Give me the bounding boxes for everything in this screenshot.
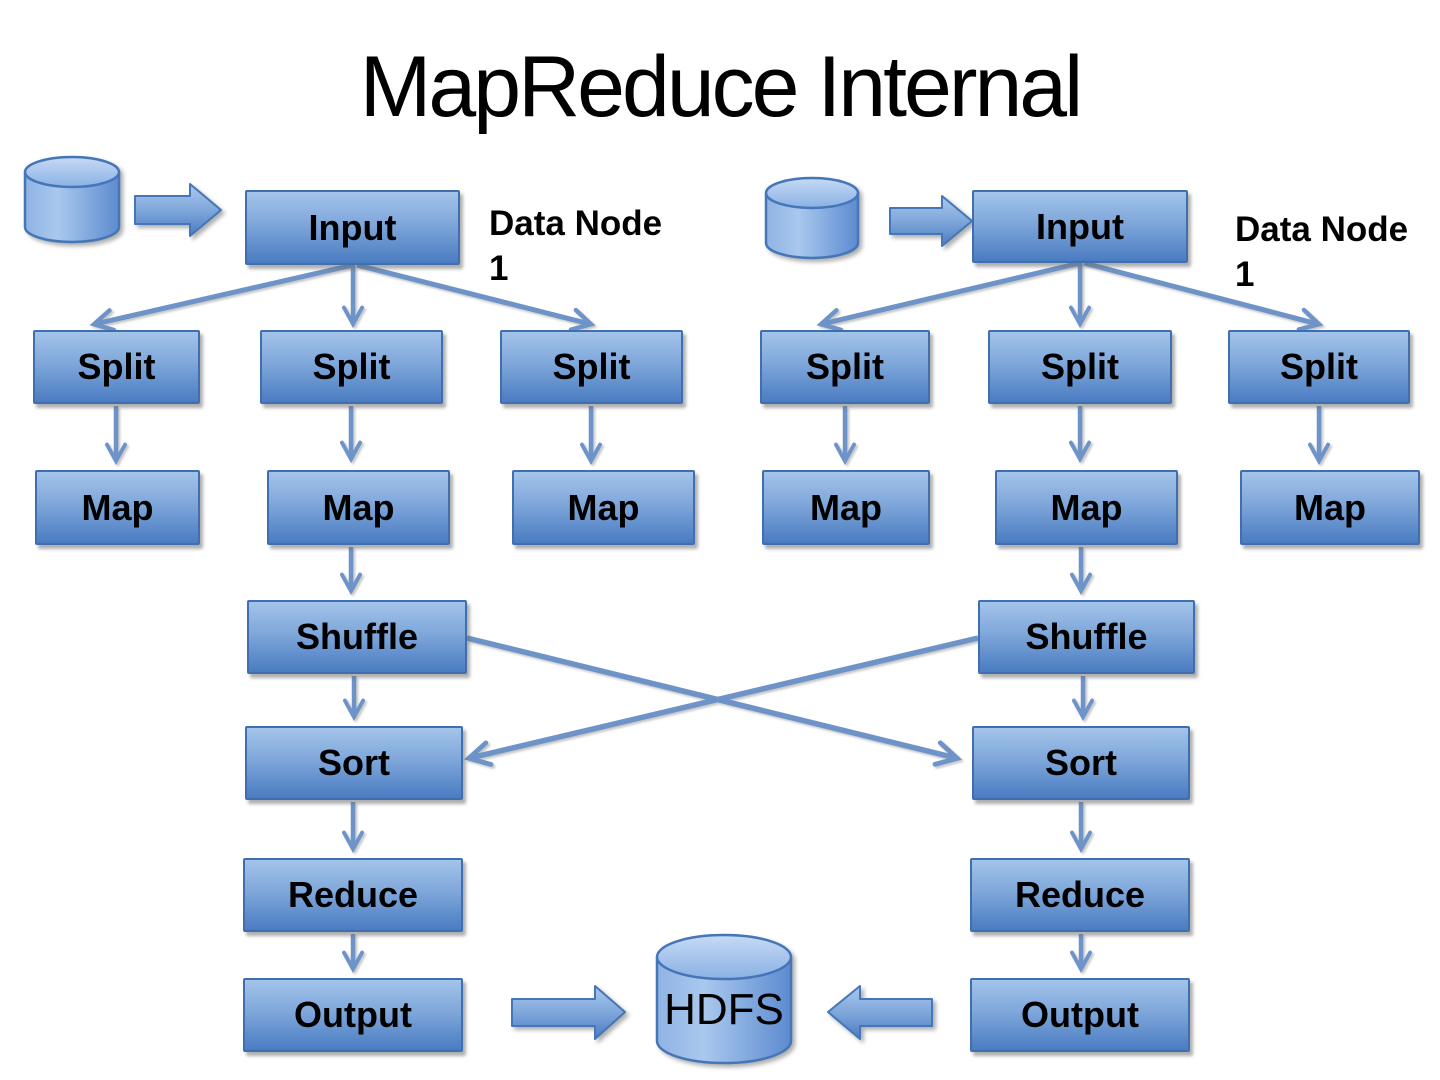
sort-box-left: Sort	[245, 726, 463, 800]
connector-cross-arrow	[463, 635, 979, 767]
connector-arrow	[816, 260, 1081, 333]
sort-box-right: Sort	[972, 726, 1190, 800]
block-arrow-right-icon	[134, 183, 222, 237]
input-box-right: Input	[972, 190, 1188, 263]
block-arrow-right-icon	[889, 195, 973, 247]
split-box-right-3: Split	[1228, 330, 1410, 404]
connector-cross-arrow	[466, 635, 963, 767]
reduce-box-left: Reduce	[243, 858, 463, 932]
block-arrow-right-icon	[511, 985, 626, 1040]
database-cylinder-icon	[23, 155, 121, 244]
split-box-right-2: Split	[988, 330, 1172, 404]
map-box-left-1: Map	[35, 470, 200, 545]
split-box-left-3: Split	[500, 330, 683, 404]
block-arrow-left-icon	[827, 985, 933, 1040]
input-box-left: Input	[245, 190, 460, 265]
split-box-left-1: Split	[33, 330, 200, 404]
map-box-right-3: Map	[1240, 470, 1420, 545]
shuffle-box-right: Shuffle	[978, 600, 1195, 674]
output-box-left: Output	[243, 978, 463, 1052]
reduce-box-right: Reduce	[970, 858, 1190, 932]
map-box-left-3: Map	[512, 470, 695, 545]
connector-arrow	[356, 262, 596, 332]
page-title: MapReduce Internal	[359, 39, 1083, 135]
output-box-right: Output	[970, 978, 1190, 1052]
hdfs-cylinder-icon	[655, 933, 793, 1065]
hdfs-label: HDFS	[664, 985, 784, 1034]
map-box-right-2: Map	[995, 470, 1178, 545]
shuffle-box-left: Shuffle	[247, 600, 467, 674]
split-box-left-2: Split	[260, 330, 443, 404]
connector-arrow	[1083, 260, 1324, 332]
map-box-right-1: Map	[762, 470, 930, 545]
connector-arrow	[89, 262, 354, 333]
data-node-label-right: Data Node 1	[1235, 210, 1409, 294]
split-box-right-1: Split	[760, 330, 930, 404]
data-node-label-left: Data Node 1	[489, 204, 663, 288]
database-cylinder-icon	[764, 176, 860, 260]
map-box-left-2: Map	[267, 470, 450, 545]
